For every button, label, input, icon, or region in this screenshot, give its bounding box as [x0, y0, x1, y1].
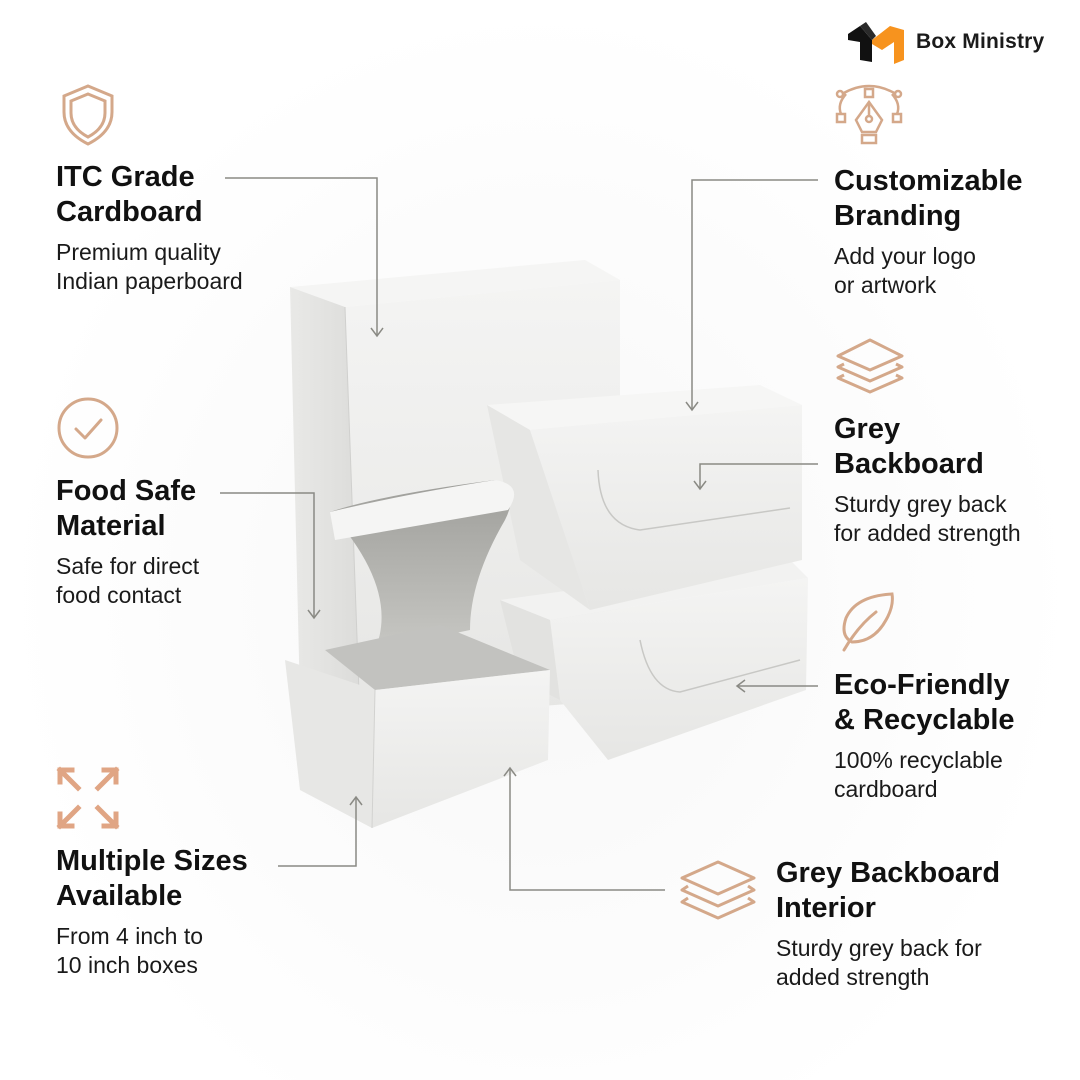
layers-icon — [680, 860, 756, 920]
feature-food-safe: Food Safe Material Safe for direct food … — [56, 396, 199, 610]
check-circle-icon — [57, 397, 119, 459]
feature-grey-backboard: Grey Backboard Sturdy grey back for adde… — [834, 334, 1021, 548]
feature-customizable-branding: Customizable Branding Add your logo or a… — [834, 80, 1023, 300]
leaf-icon — [842, 592, 894, 652]
feature-description: From 4 inch to 10 inch boxes — [56, 923, 203, 978]
feature-description: Sturdy grey back for added strength — [776, 935, 982, 990]
expand-arrows-icon — [56, 766, 120, 830]
feature-description: Premium quality Indian paperboard — [56, 239, 243, 294]
open-small-box — [285, 480, 550, 829]
feature-title: ITC Grade Cardboard — [56, 161, 203, 228]
box-ministry-logo-icon — [848, 22, 904, 64]
feature-title: Food Safe Material — [56, 475, 197, 542]
brand-logo[interactable]: Box Ministry — [846, 20, 1044, 64]
feature-description: Sturdy grey back for added strength — [834, 491, 1021, 546]
feature-title: Eco-Friendly & Recyclable — [834, 669, 1015, 736]
feature-description: Add your logo or artwork — [834, 243, 976, 298]
feature-eco-friendly: Eco-Friendly & Recyclable 100% recyclabl… — [834, 590, 1015, 804]
brand-name: Box Ministry — [916, 30, 1045, 53]
shield-icon — [62, 84, 114, 146]
feature-title: Grey Backboard — [834, 413, 984, 480]
feature-description: Safe for direct food contact — [56, 553, 200, 608]
pen-tool-icon — [835, 84, 903, 145]
feature-title: Customizable Branding — [834, 165, 1023, 232]
feature-itc-grade: ITC Grade Cardboard Premium quality Indi… — [56, 82, 243, 296]
feature-title: Grey Backboard Interior — [776, 857, 1001, 924]
feature-title: Multiple Sizes Available — [56, 845, 248, 912]
feature-description: 100% recyclable cardboard — [834, 747, 1003, 802]
layers-icon — [836, 338, 904, 394]
feature-multiple-sizes: Multiple Sizes Available From 4 inch to … — [56, 766, 248, 980]
